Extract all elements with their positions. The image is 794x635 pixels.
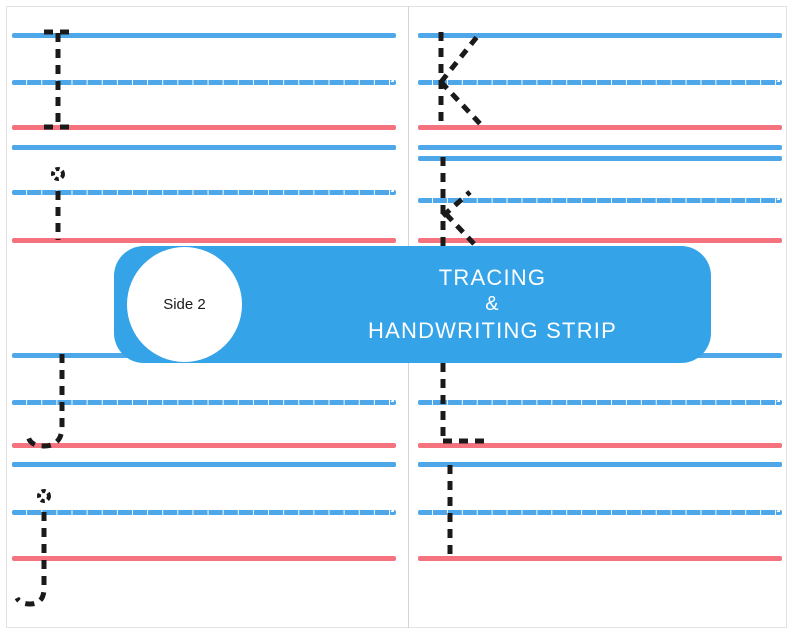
rule-baseline	[418, 238, 782, 243]
rule-top-line	[418, 33, 782, 38]
traced-letter-L-uppercase	[432, 345, 502, 450]
rule-baseline	[12, 238, 396, 243]
side-badge: Side 2	[127, 247, 242, 362]
rule-midline	[418, 400, 782, 405]
rule-baseline	[418, 443, 782, 448]
banner-line-ampersand: &	[485, 292, 500, 315]
rule-midline	[418, 198, 782, 203]
banner-line-3: HANDWRITING STRIP	[368, 318, 617, 344]
rule-top-line	[12, 462, 396, 467]
side-badge-label: Side 2	[163, 296, 206, 313]
rule-baseline	[12, 443, 396, 448]
traced-letter-i-lowercase	[46, 166, 86, 251]
rule-top-line	[12, 145, 396, 150]
rule-baseline	[12, 556, 396, 561]
traced-letter-k-lowercase	[432, 154, 502, 249]
traced-letter-K-uppercase	[432, 28, 502, 133]
rule-midline	[418, 510, 782, 515]
banner-line-1: TRACING	[438, 264, 547, 290]
rule-top-line	[418, 156, 782, 161]
traced-letter-I-uppercase	[40, 28, 90, 133]
rule-bottom-line	[418, 145, 782, 150]
rule-midline	[418, 80, 782, 85]
rule-midline	[12, 80, 396, 85]
rule-baseline	[12, 125, 396, 130]
title-banner-text: TRACING & HANDWRITING STRIP	[274, 246, 711, 363]
rule-baseline	[418, 125, 782, 130]
traced-letter-j-lowercase	[12, 488, 72, 613]
rule-midline	[12, 190, 396, 195]
traced-letter-J-uppercase	[20, 350, 80, 455]
rule-midline	[12, 400, 396, 405]
rule-top-line	[418, 462, 782, 467]
traced-letter-l-lowercase	[442, 463, 482, 568]
rule-top-line	[12, 33, 396, 38]
rule-baseline	[418, 556, 782, 561]
rule-midline	[12, 510, 396, 515]
